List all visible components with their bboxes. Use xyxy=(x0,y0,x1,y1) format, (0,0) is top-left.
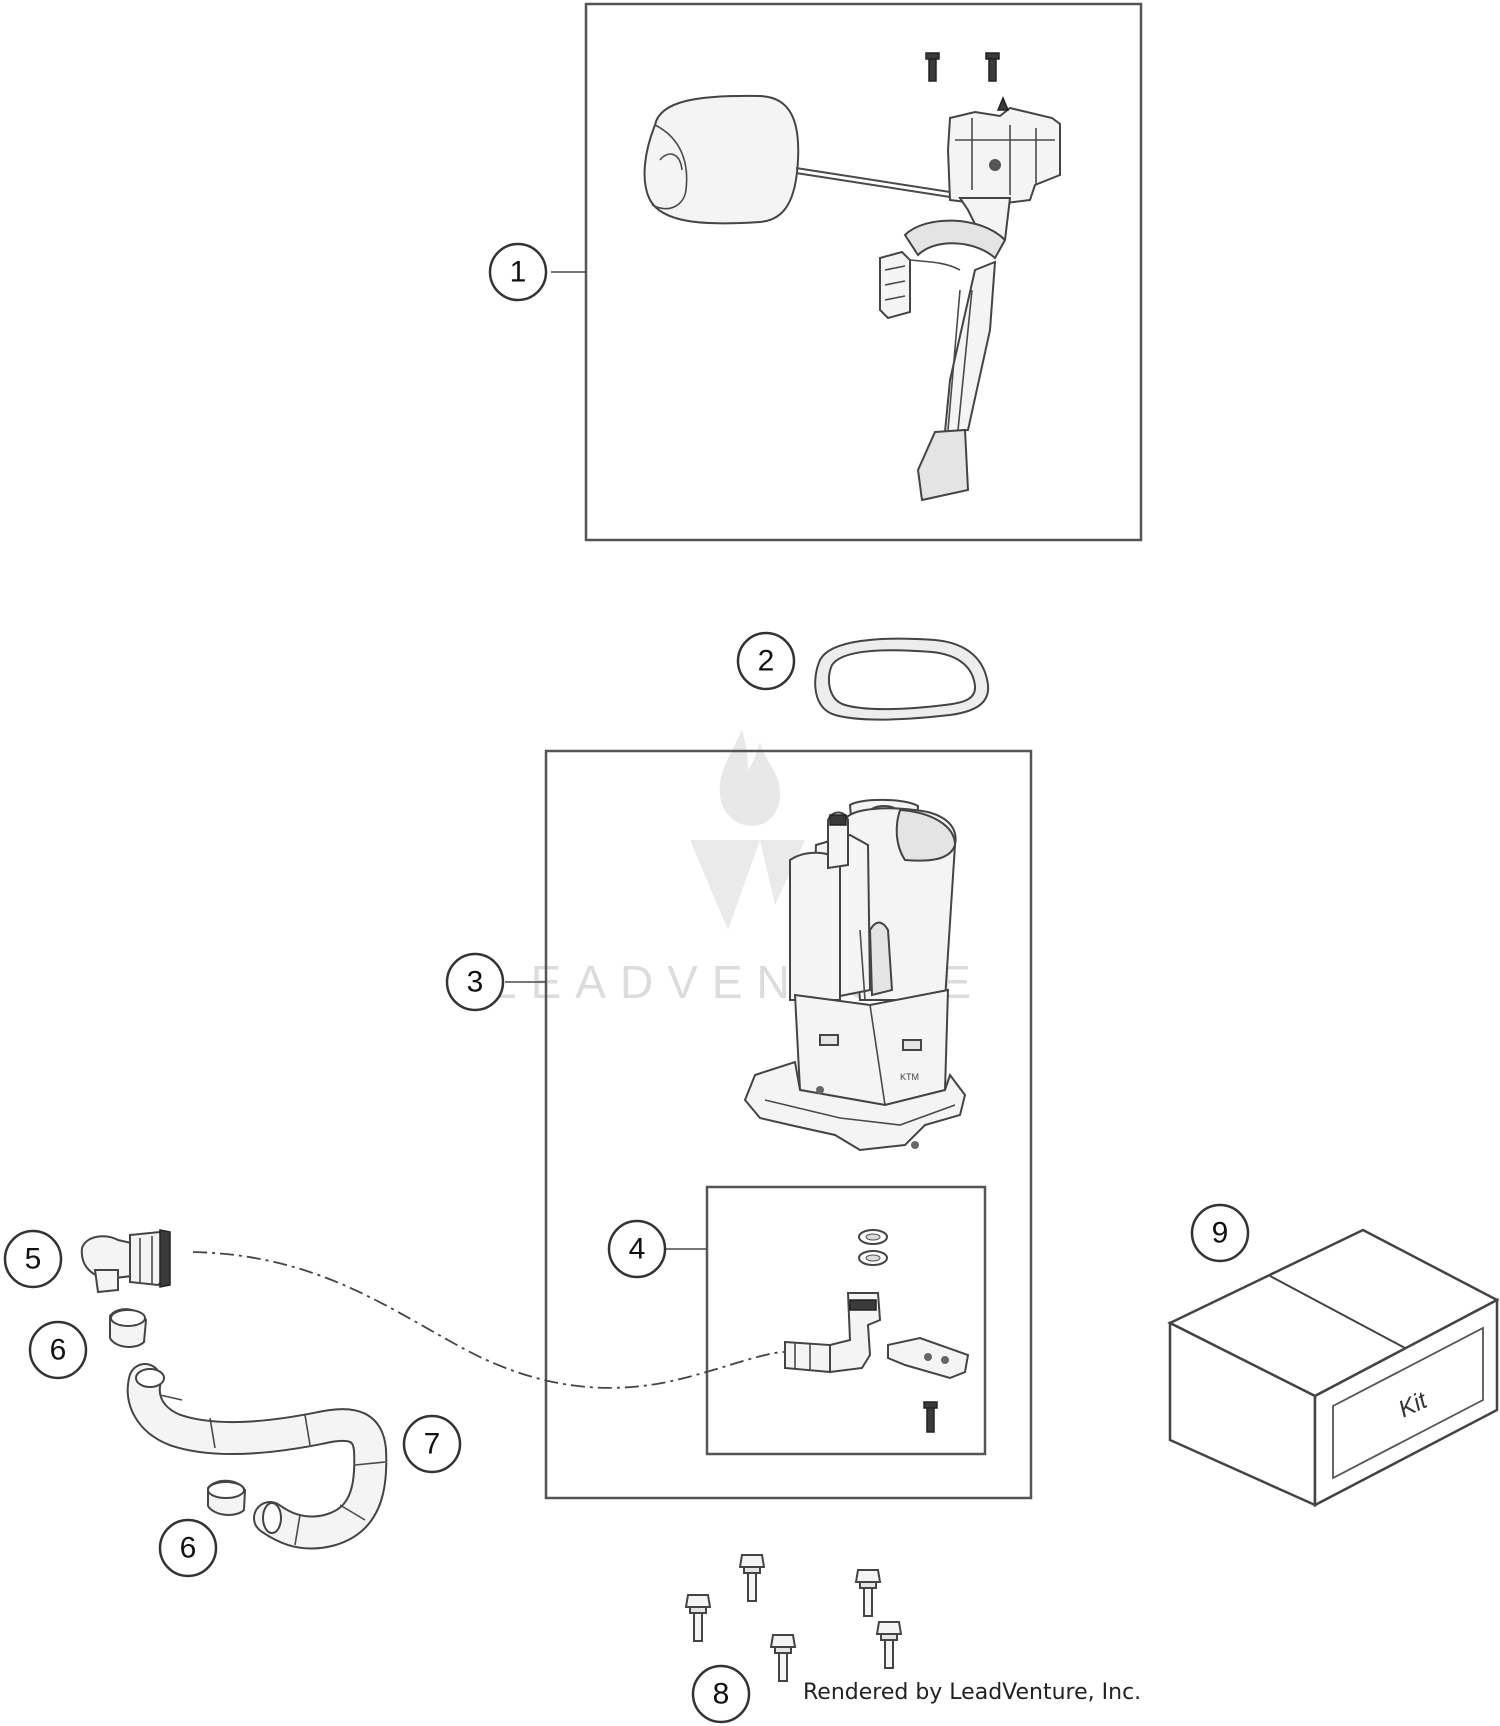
screws-illustration xyxy=(684,1554,903,1682)
svg-text:KTM: KTM xyxy=(900,1072,919,1082)
callout-4: 4 xyxy=(607,1219,667,1279)
part-1-box xyxy=(584,2,1143,542)
callout-2: 2 xyxy=(736,631,796,691)
hose-clamp-lower-illustration xyxy=(207,1479,247,1516)
render-credit: Rendered by LeadVenture, Inc. xyxy=(803,1680,1142,1705)
svg-text:8: 8 xyxy=(713,1678,730,1711)
callout-3: 3 xyxy=(445,952,505,1012)
connector-kit-illustration xyxy=(784,1229,970,1433)
svg-text:6: 6 xyxy=(180,1532,197,1565)
svg-text:6: 6 xyxy=(50,1334,67,1367)
gasket-illustration xyxy=(814,637,990,721)
callout-9: 9 xyxy=(1190,1203,1250,1263)
assembly-route-line xyxy=(192,1251,786,1389)
svg-text:9: 9 xyxy=(1212,1217,1229,1250)
svg-text:1: 1 xyxy=(510,256,527,289)
svg-text:3: 3 xyxy=(467,966,484,999)
callout-7: 7 xyxy=(402,1414,462,1474)
svg-text:2: 2 xyxy=(758,645,775,678)
hose-clamp-upper-illustration xyxy=(109,1308,148,1348)
callout-8: 8 xyxy=(691,1664,751,1724)
callout-6-upper: 6 xyxy=(28,1320,88,1380)
fuel-hose-illustration xyxy=(126,1363,388,1550)
part-3-box xyxy=(544,749,1033,1500)
callout-5: 5 xyxy=(3,1229,63,1289)
part-4-box xyxy=(705,1185,987,1456)
svg-text:7: 7 xyxy=(424,1428,441,1461)
quick-connector-illustration xyxy=(80,1229,171,1294)
svg-text:4: 4 xyxy=(629,1233,646,1266)
fuel-level-sensor-illustration xyxy=(643,52,1061,502)
callout-6-lower: 6 xyxy=(158,1518,218,1578)
callout-1: 1 xyxy=(488,242,548,302)
svg-text:5: 5 xyxy=(25,1243,42,1276)
fuel-pump-illustration: KTM xyxy=(743,798,967,1152)
kit-box-illustration: Kit xyxy=(1167,1228,1500,1508)
